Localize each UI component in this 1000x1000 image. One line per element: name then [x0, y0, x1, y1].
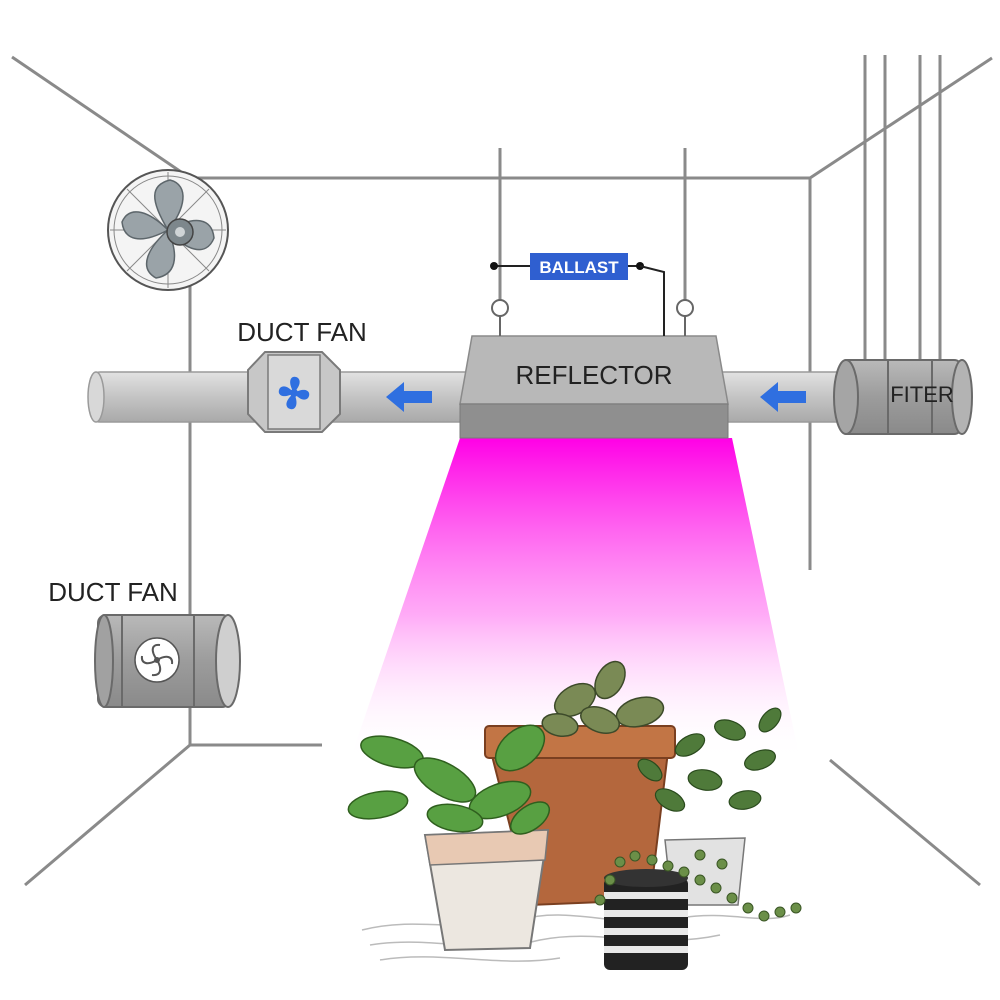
duct-fan-top	[247, 351, 341, 433]
duct-fan-icon	[278, 376, 310, 410]
striped-pot	[604, 869, 688, 970]
filter-label: FITER	[890, 382, 954, 407]
reflector	[459, 299, 729, 439]
potted-plants-illustration	[347, 660, 802, 970]
grow-light-beam	[350, 438, 800, 760]
oscillating-fan-icon	[107, 169, 229, 291]
duct-fan-top-label: DUCT FAN	[237, 317, 367, 347]
inline-duct-fan	[94, 614, 241, 708]
ballast-label: BALLAST	[539, 258, 619, 277]
arrow-left-icon	[386, 382, 432, 412]
arrow-left-icon-right	[760, 382, 806, 412]
ballast	[490, 253, 665, 336]
inline-fan-icon	[134, 637, 180, 683]
duct-fan-left-label: DUCT FAN	[48, 577, 178, 607]
reflector-label: REFLECTOR	[516, 360, 673, 390]
carbon-filter	[833, 359, 973, 435]
